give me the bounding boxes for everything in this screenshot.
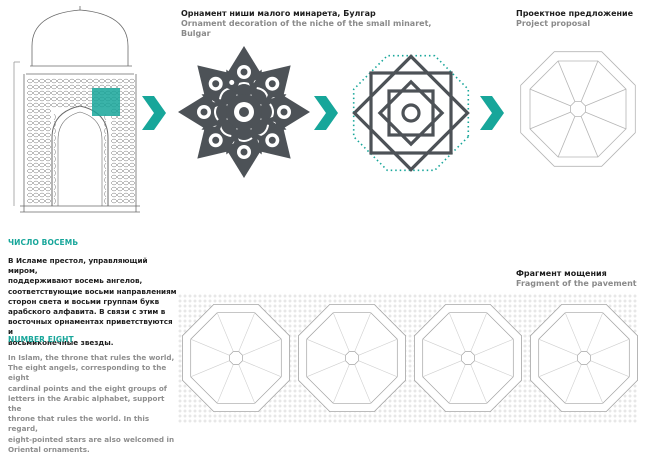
proposal-caption-en: Project proposal <box>516 19 591 28</box>
body-en: In Islam, the throne that rules the worl… <box>8 353 175 454</box>
arrow-right-icon <box>480 96 504 130</box>
fragment-caption-en: Fragment of the pavement <box>516 279 637 288</box>
heading-ru: ЧИСЛО ВОСЕМЬ <box>8 238 79 247</box>
ornament-star <box>178 46 310 178</box>
ornament-caption-ru: Орнамент ниши малого минарета, Булгар <box>181 9 376 18</box>
ornament-caption-en: Ornament decoration of the niche of the … <box>181 19 432 28</box>
fragment-caption-ru: Фрагмент мощения <box>516 269 607 278</box>
project-octagon <box>520 51 636 167</box>
arrow-right-icon <box>314 96 338 130</box>
highlight-square <box>92 88 120 116</box>
proposal-caption-ru: Проектное предложение <box>516 9 634 18</box>
geometric-star <box>352 54 470 172</box>
arrow-right-icon <box>142 96 166 130</box>
ornament-caption-en-2: Bulgar <box>181 29 211 38</box>
heading-en: NUMBER EIGHT <box>8 335 74 344</box>
pavement-fragment <box>178 293 638 423</box>
body-ru: В Исламе престол, управляющий миром, под… <box>8 256 177 347</box>
